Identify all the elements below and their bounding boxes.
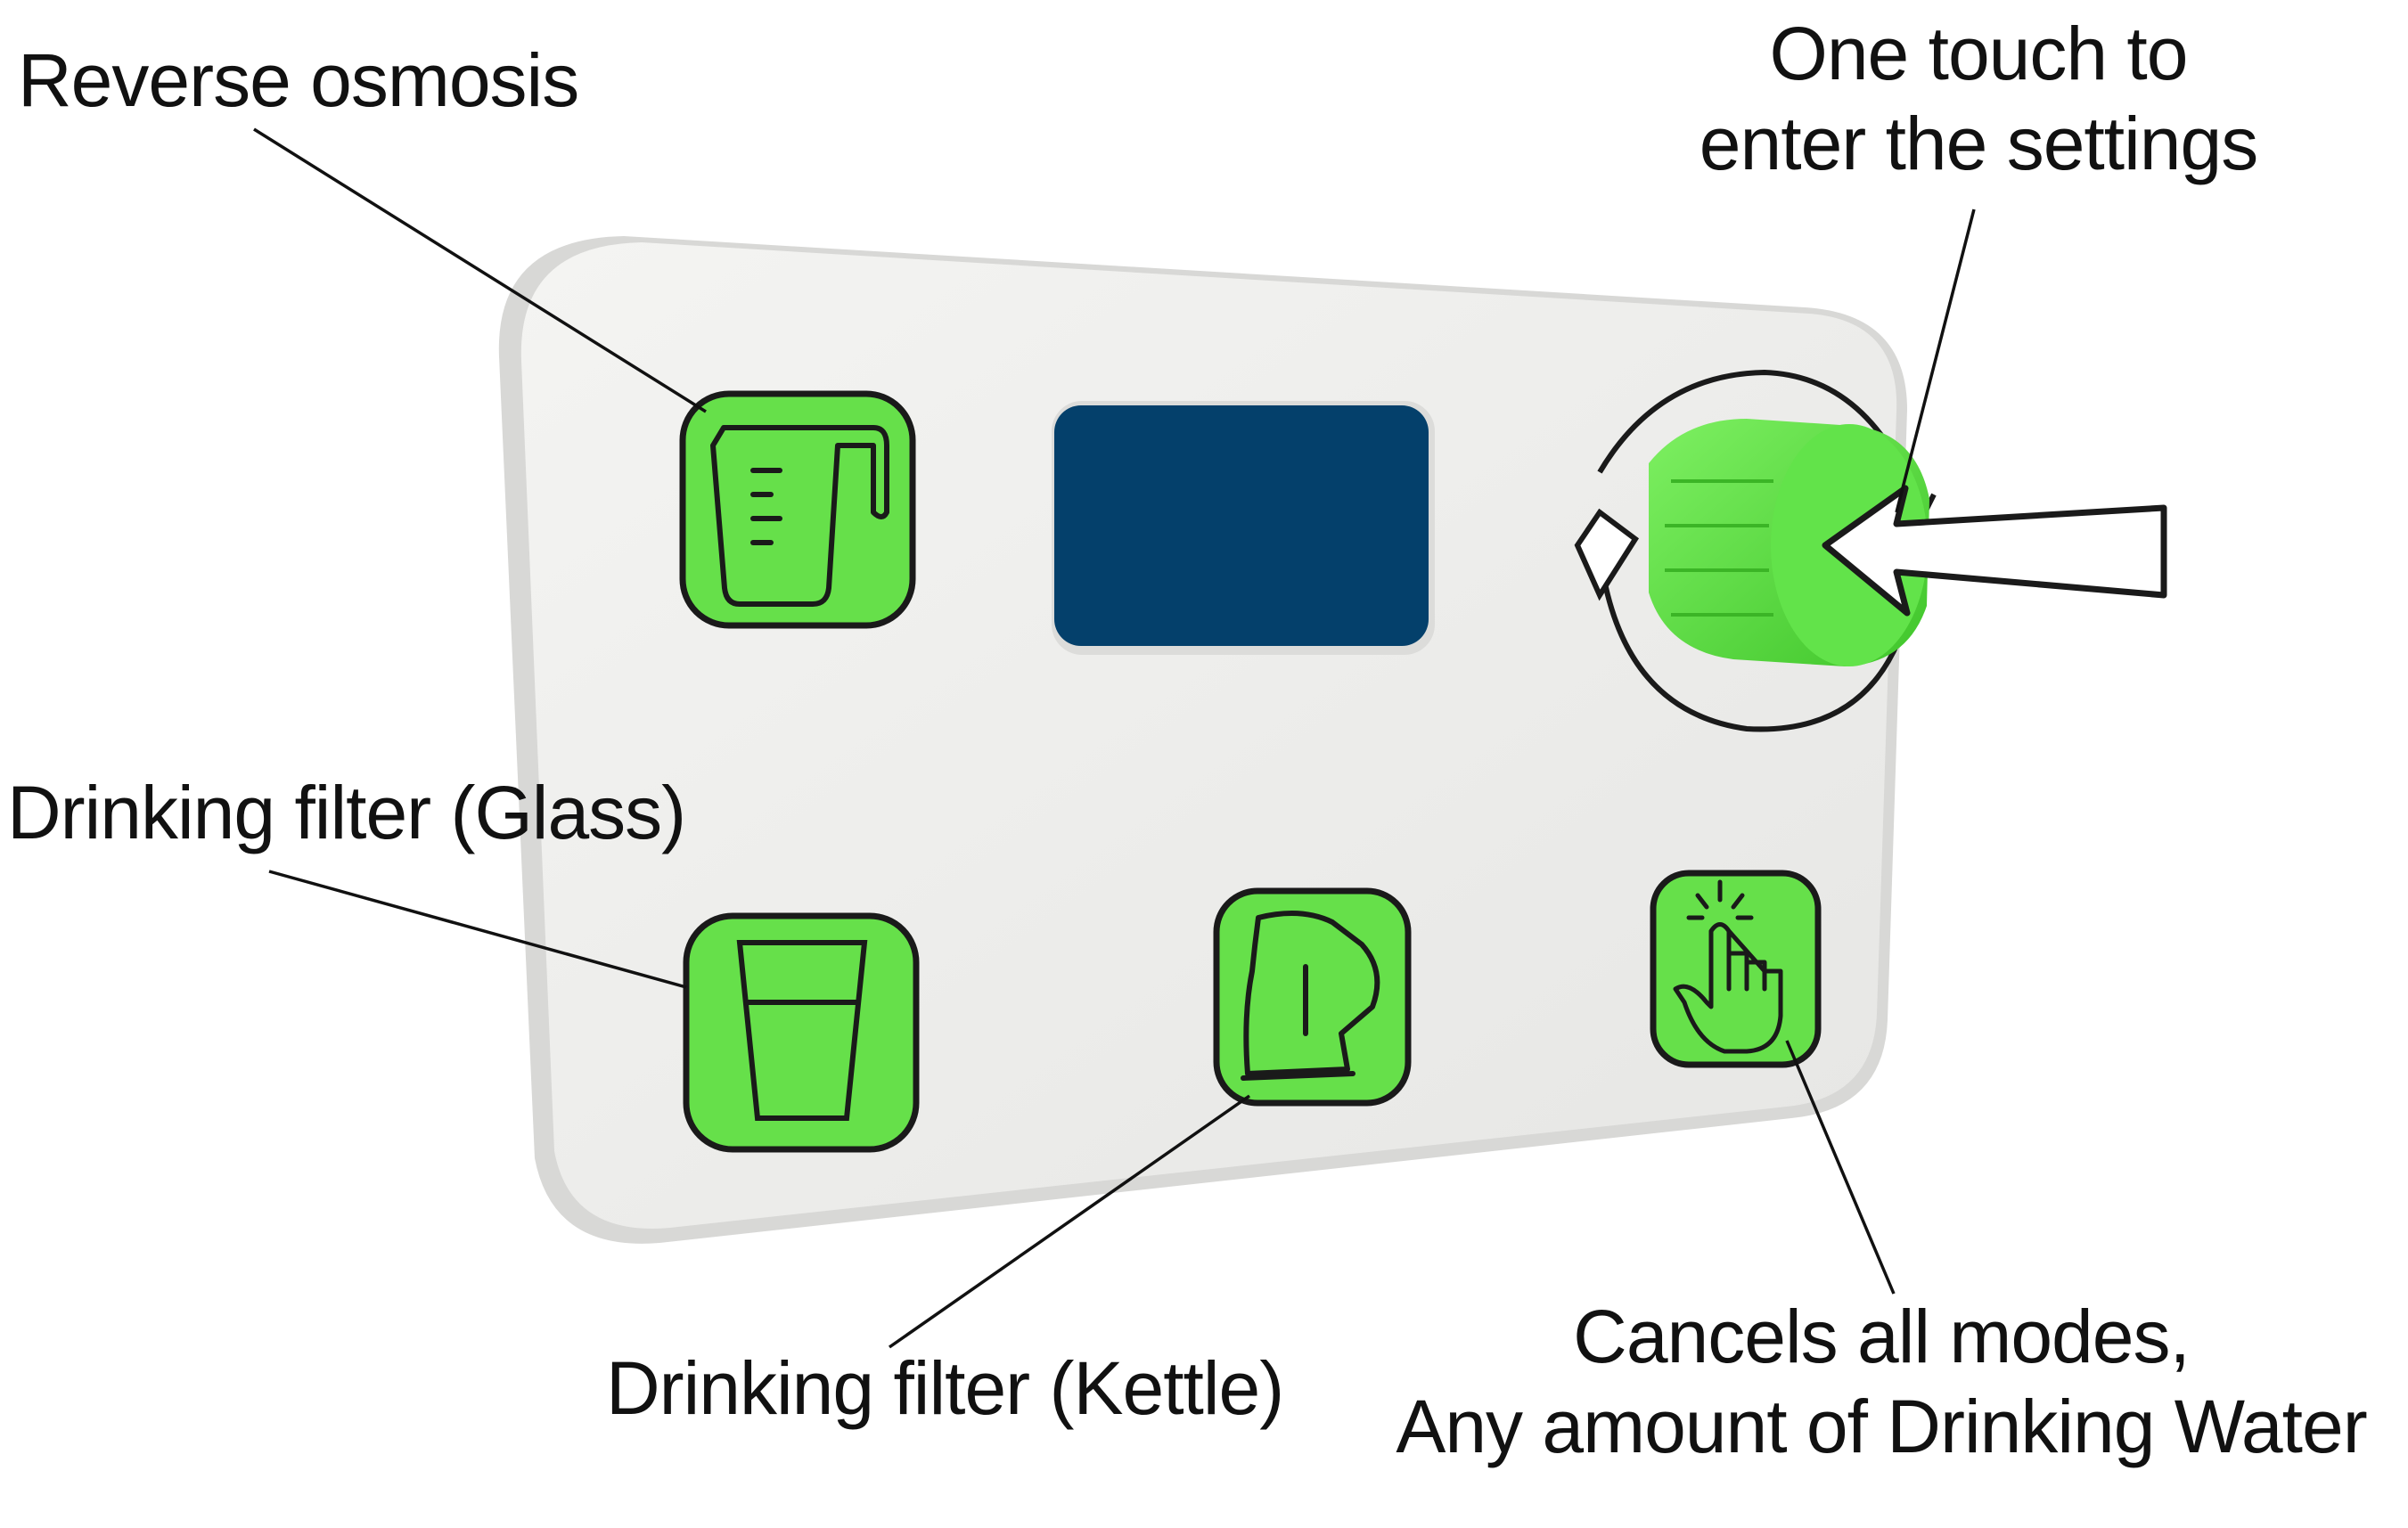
cancel-label-line2: Any amount of Drinking Water bbox=[1396, 1384, 2367, 1468]
display-screen bbox=[1052, 401, 1435, 655]
leader-kettle bbox=[888, 1094, 1251, 1349]
settings-label-line2: enter the settings bbox=[1699, 101, 2258, 185]
cancel-button[interactable] bbox=[1650, 870, 1822, 1068]
rotate-arrows-icon bbox=[1574, 369, 1937, 732]
leader-reverse-osmosis bbox=[253, 127, 707, 413]
leader-lines bbox=[253, 127, 1976, 1349]
reverse-osmosis-button[interactable] bbox=[679, 390, 916, 629]
kettle-icon bbox=[1241, 911, 1380, 1081]
leader-settings bbox=[1895, 208, 1976, 513]
glass-button[interactable] bbox=[683, 912, 920, 1153]
kettle-button[interactable] bbox=[1213, 887, 1412, 1107]
cancel-label: Cancels all modes, Any amount of Drinkin… bbox=[1355, 1292, 2408, 1472]
leader-cancel bbox=[1785, 1040, 1896, 1295]
tap-finger-icon bbox=[1673, 879, 1783, 1054]
glass-icon bbox=[736, 940, 868, 1121]
measuring-jug-icon bbox=[710, 425, 889, 607]
press-arrow-icon bbox=[1822, 485, 2167, 617]
cancel-label-line1: Cancels all modes, bbox=[1573, 1295, 2191, 1378]
kettle-label: Drinking filter (Kettle) bbox=[606, 1346, 1284, 1430]
reverse-osmosis-label: Reverse osmosis bbox=[18, 38, 579, 122]
knob-grip-ridges bbox=[1665, 479, 1773, 617]
settings-label: One touch to enter the settings bbox=[1667, 9, 2290, 189]
glass-label: Drinking filter (Glass) bbox=[7, 771, 686, 854]
leader-glass bbox=[268, 870, 687, 989]
settings-label-line1: One touch to bbox=[1769, 12, 2189, 95]
